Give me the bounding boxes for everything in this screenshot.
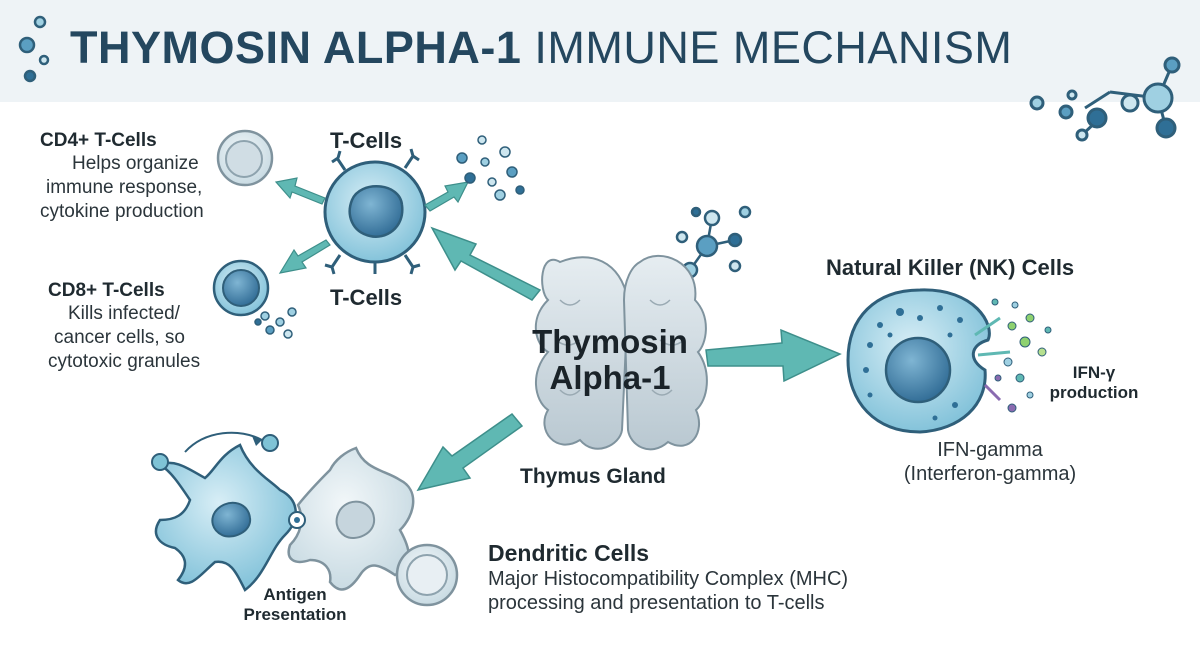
- dendritic-line-1: Major Histocompatibility Complex (MHC): [488, 568, 849, 590]
- thymosin-name: Thymosin Alpha-1: [520, 324, 700, 396]
- dendritic-cell-icon: [151, 431, 459, 607]
- antigen-block: Antigen Presentation: [215, 585, 375, 625]
- dendritic-title: Dendritic Cells: [488, 540, 650, 566]
- thymosin-line2: Alpha-1: [549, 359, 671, 396]
- ifn-line-1: IFN-γ: [1072, 363, 1116, 382]
- cd4-cell-icon: [216, 129, 274, 187]
- cd8-line-1: Kills infected/: [68, 303, 180, 324]
- header-band: [0, 0, 1200, 102]
- cytokine-dots-icon: [456, 135, 525, 201]
- thymus-gland-icon: [534, 254, 708, 451]
- arrow-to-cd4: [274, 177, 326, 205]
- ifn-block: IFN-γ production: [1030, 363, 1158, 403]
- nk-sub-line-1: IFN-gamma: [937, 439, 1043, 461]
- dendritic-line-2: processing and presentation to T-cells: [488, 592, 825, 614]
- nk-sub-line-2: (Interferon-gamma): [903, 463, 1077, 485]
- nk-title: Natural Killer (NK) Cells: [826, 255, 1075, 280]
- molecule-icon-left: [18, 15, 50, 83]
- thymosin-line1: Thymosin: [532, 323, 688, 360]
- tcells-label-bottom: T-Cells: [330, 285, 403, 310]
- nk-sub-block: IFN-gamma (Interferon-gamma): [870, 438, 1110, 486]
- cd4-line-2: immune response,: [46, 177, 203, 198]
- cd4-line-3: cytokine production: [40, 201, 204, 222]
- cd8-cell-icon: [212, 259, 297, 339]
- molecule-icon-center: [675, 205, 752, 279]
- cd8-block: CD8+ T-Cells Kills infected/ cancer cell…: [48, 280, 200, 374]
- arrow-to-dendritic: [416, 412, 524, 492]
- nk-cell-icon: [846, 288, 1052, 434]
- title-bold: THYMOSIN ALPHA-1: [70, 22, 522, 73]
- thymus-gland-label: Thymus Gland: [520, 465, 666, 488]
- antigen-line-2: Presentation: [243, 605, 347, 624]
- tcells-label-top: T-Cells: [330, 128, 403, 153]
- cd4-line-1: Helps organize: [72, 153, 199, 174]
- cd8-title: CD8+ T-Cells: [48, 280, 165, 301]
- cd8-line-3: cytotoxic granules: [48, 351, 201, 372]
- arrow-to-cytokines: [424, 181, 470, 212]
- arrow-to-nk: [705, 328, 842, 383]
- ifn-line-2: production: [1049, 383, 1139, 402]
- t-cell-icon: [323, 148, 427, 275]
- arrow-to-cd8: [278, 239, 331, 274]
- title-light: IMMUNE MECHANISM: [534, 22, 1013, 73]
- cd4-block: CD4+ T-Cells Helps organize immune respo…: [40, 130, 204, 224]
- arrow-to-tcells: [430, 226, 542, 301]
- antigen-line-1: Antigen: [263, 585, 327, 604]
- dendritic-block: Dendritic Cells Major Histocompatibility…: [488, 540, 848, 615]
- page-title: THYMOSIN ALPHA-1 IMMUNE MECHANISM: [70, 22, 1012, 74]
- cd4-title: CD4+ T-Cells: [40, 130, 157, 151]
- molecule-icon-right: [1029, 56, 1181, 142]
- cd8-line-2: cancer cells, so: [54, 327, 185, 348]
